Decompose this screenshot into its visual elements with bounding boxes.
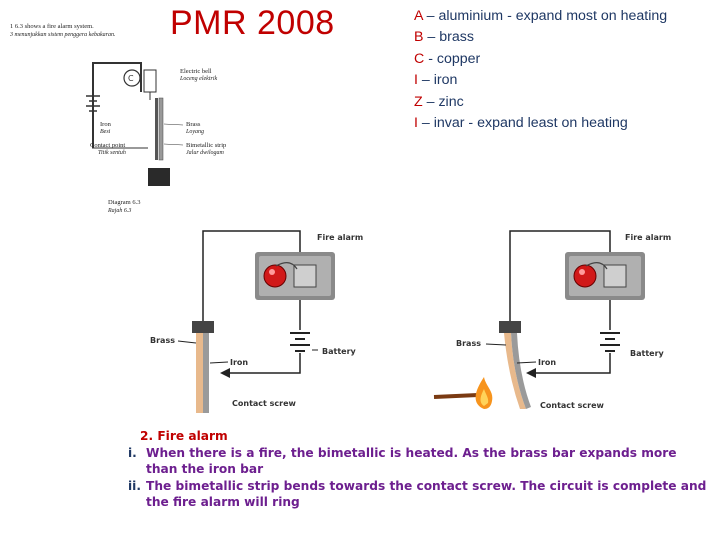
exam-intro-en: 1 6.3 shows a fire alarm system. xyxy=(10,23,94,30)
label-contact-screw-left: Contact screw xyxy=(232,399,297,408)
svg-text:Loceng elektrik: Loceng elektrik xyxy=(179,76,217,82)
label-brass: Brass xyxy=(186,121,201,128)
label-electric-bell: Electric bell xyxy=(180,68,212,75)
svg-text:Titik sentuh: Titik sentuh xyxy=(98,150,126,156)
answer-item: i. When there is a fire, the bimetallic … xyxy=(128,445,677,477)
label-brass-left: Brass xyxy=(150,336,175,345)
slide-title: PMR 2008 xyxy=(170,4,335,42)
exam-caption: Diagram 6.3 xyxy=(108,199,141,206)
legend-item: C - copper xyxy=(414,50,481,67)
legend-item: I – invar - expand least on heating xyxy=(414,115,628,132)
svg-text:Loyang: Loyang xyxy=(185,129,204,135)
label-iron-left: Iron xyxy=(230,358,248,367)
exam-intro-ms: 3 menunjukkan sistem penggera kebakaran. xyxy=(9,32,115,38)
circuit-diagram-heated: Fire alarm Brass Iron Battery Contact sc… xyxy=(433,230,671,410)
label-battery-left: Battery xyxy=(322,347,357,356)
svg-text:Besi: Besi xyxy=(100,129,111,135)
alarm-bell-icon xyxy=(573,264,597,288)
legend-item: B – brass xyxy=(414,29,474,46)
label-brass-right: Brass xyxy=(456,339,481,348)
label-battery-right: Battery xyxy=(630,349,665,358)
circuit-diagram-cold: Fire alarm Brass Iron Battery Contact sc… xyxy=(150,230,363,413)
alarm-bell-icon xyxy=(263,264,287,288)
metal-legend: A – aluminium - expand most on heating B… xyxy=(414,6,720,134)
label-iron-right: Iron xyxy=(538,358,556,367)
exam-diagram-6-3: 1 6.3 shows a fire alarm system. 3 menun… xyxy=(9,23,226,214)
answer-block: 2. Fire alarm i. When there is a fire, t… xyxy=(128,428,708,511)
label-bimetallic-strip: Bimetallic strip xyxy=(186,142,226,149)
svg-text:C: C xyxy=(128,74,134,83)
answer-item: ii. The bimetallic strip bends towards t… xyxy=(128,478,707,510)
label-fire-alarm-right: Fire alarm xyxy=(625,233,671,242)
bell-icon xyxy=(123,69,141,87)
svg-text:Rajah 6.3: Rajah 6.3 xyxy=(107,208,131,214)
label-fire-alarm-left: Fire alarm xyxy=(317,233,363,242)
label-iron: Iron xyxy=(100,121,112,128)
answer-heading: 2. Fire alarm xyxy=(140,429,228,443)
legend-item: A – aluminium - expand most on heating xyxy=(414,8,668,24)
label-contact-screw-right: Contact screw xyxy=(540,401,605,410)
match-stick xyxy=(433,393,479,399)
svg-text:Jalur dwilogam: Jalur dwilogam xyxy=(186,150,225,156)
legend-item: I – iron xyxy=(414,72,458,89)
label-contact-point: Contact point xyxy=(90,142,125,149)
legend-item: Z – zinc xyxy=(414,93,464,110)
